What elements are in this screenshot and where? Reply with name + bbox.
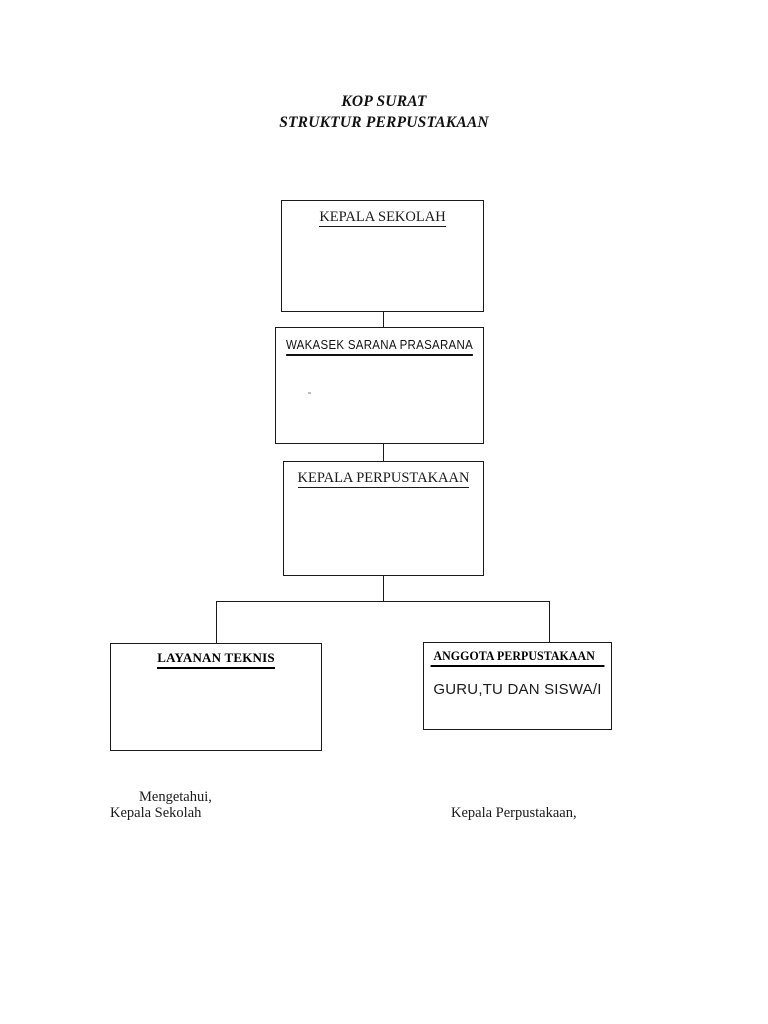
org-node-anggota-perpustakaan: ANGGOTA PERPUSTAKAAN GURU,TU DAN SISWA/I <box>423 642 612 730</box>
connector-drop-layanan-teknis <box>216 601 217 644</box>
org-node-kepala-perpustakaan-label: KEPALA PERPUSTAKAAN <box>297 470 470 488</box>
connector-kepala-sekolah-to-wakasek <box>383 312 384 327</box>
org-node-wakasek-sarana-prasarana: WAKASEK SARANA PRASARANA <box>275 327 484 444</box>
page-title-line-1: KOP SURAT <box>341 93 427 110</box>
connector-drop-anggota-perpustakaan <box>549 601 550 643</box>
page-title-line-2: STRUKTUR PERPUSTAKAAN <box>279 114 489 131</box>
org-node-layanan-teknis-label: LAYANAN TEKNIS <box>111 650 321 669</box>
org-node-kepala-sekolah-label: KEPALA SEKOLAH <box>319 209 446 227</box>
connector-wakasek-to-kepala-perpustakaan <box>383 444 384 461</box>
connector-branch-bar <box>216 601 550 602</box>
org-node-anggota-perpustakaan-label: ANGGOTA PERPUSTAKAAN <box>429 649 607 667</box>
signature-right-line-1: Kepala Perpustakaan, <box>451 805 577 821</box>
org-node-kepala-perpustakaan: KEPALA PERPUSTAKAAN <box>283 461 484 576</box>
connector-stem-kepala-perpustakaan <box>383 576 384 602</box>
org-node-wakasek-sarana-prasarana-label: WAKASEK SARANA PRASARANA <box>284 338 474 356</box>
scan-artifact-mark <box>308 392 311 394</box>
org-node-anggota-perpustakaan-body: GURU,TU DAN SISWA/I <box>433 681 602 698</box>
org-node-layanan-teknis: LAYANAN TEKNIS <box>110 643 322 751</box>
org-node-kepala-sekolah: KEPALA SEKOLAH <box>281 200 484 312</box>
signature-left-line-2: Kepala Sekolah <box>110 805 202 821</box>
signature-left-line-1: Mengetahui, <box>139 789 212 805</box>
